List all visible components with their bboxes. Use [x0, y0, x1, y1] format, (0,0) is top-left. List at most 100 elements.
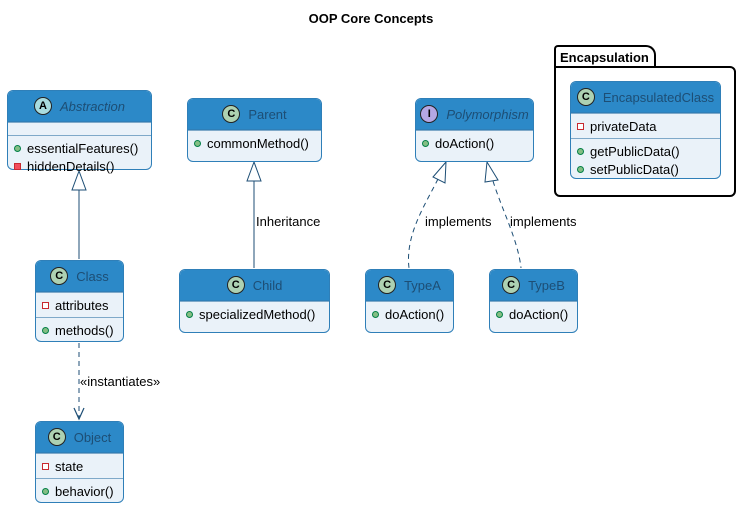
methods-section: methods() [36, 317, 123, 342]
class-badge-icon: C [222, 105, 241, 123]
class-header: C Class [36, 261, 123, 292]
class-abstraction[interactable]: A Abstraction essentialFeatures() hidden… [7, 90, 152, 174]
method-text: essentialFeatures() [27, 140, 139, 156]
class-header: C TypeB [490, 270, 577, 301]
private-icon [14, 162, 21, 170]
field-text: state [55, 458, 84, 474]
implements-label-a: implements [425, 214, 492, 229]
class-header: C EncapsulatedClass [571, 82, 720, 113]
method-row: doAction() [496, 305, 571, 323]
class-name: Parent [248, 106, 287, 122]
method-row: behavior() [42, 482, 117, 500]
methods-section: commonMethod() [188, 130, 321, 155]
method-text: setPublicData() [590, 161, 679, 177]
methods-section: essentialFeatures() hiddenDetails() [8, 135, 151, 178]
private-icon [577, 122, 584, 130]
method-row: specializedMethod() [186, 305, 323, 323]
field-row: state [42, 457, 117, 475]
public-icon [194, 139, 201, 147]
class-name: TypeB [528, 277, 565, 293]
inheritance-label: Inheritance [256, 214, 321, 229]
methods-section: doAction() [366, 301, 453, 326]
class-name: Abstraction [59, 98, 126, 114]
field-text: privateData [590, 118, 657, 134]
class-typeb[interactable]: C TypeB doAction() [489, 269, 578, 333]
class-badge-icon: C [576, 88, 595, 106]
class-name: Child [252, 277, 283, 293]
public-icon [186, 310, 193, 318]
private-icon [42, 462, 49, 470]
public-icon [577, 147, 584, 155]
class-name: Polymorphism [446, 106, 529, 122]
class-header: C Object [36, 422, 123, 453]
class-header: I Polymorphism [416, 99, 533, 130]
private-icon [42, 301, 49, 309]
methods-section: specializedMethod() [180, 301, 329, 326]
fields-section: privateData [571, 113, 720, 138]
edge-abstraction-class [71, 169, 87, 259]
interface-badge-icon: I [420, 105, 439, 123]
method-row: getPublicData() [577, 142, 714, 160]
methods-section: getPublicData() setPublicData() [571, 138, 720, 181]
instantiates-label: «instantiates» [80, 374, 161, 389]
public-icon [42, 326, 49, 334]
implements-label-b: implements [510, 214, 577, 229]
class-header: A Abstraction [8, 91, 151, 122]
field-text: attributes [55, 297, 109, 313]
class-name: EncapsulatedClass [602, 89, 715, 105]
interface-polymorphism[interactable]: I Polymorphism doAction() [415, 98, 534, 162]
public-icon [14, 144, 21, 152]
method-text: behavior() [55, 483, 114, 499]
class-encapsulated[interactable]: C EncapsulatedClass privateData getPubli… [570, 81, 721, 179]
method-text: specializedMethod() [199, 306, 316, 322]
class-badge-icon: C [47, 428, 66, 446]
public-icon [496, 310, 503, 318]
package-name: Encapsulation [560, 50, 649, 65]
class-typea[interactable]: C TypeA doAction() [365, 269, 454, 333]
method-row: commonMethod() [194, 134, 315, 152]
method-row: methods() [42, 321, 117, 339]
class-header: C TypeA [366, 270, 453, 301]
diagram-title: OOP Core Concepts [308, 11, 434, 26]
methods-section: doAction() [416, 130, 533, 155]
methods-section: doAction() [490, 301, 577, 326]
method-row: doAction() [372, 305, 447, 323]
method-row: doAction() [422, 134, 527, 152]
fields-section: attributes [36, 292, 123, 317]
class-badge-icon: C [50, 267, 69, 285]
edge-polymorphism-typea [407, 160, 447, 269]
field-row: privateData [577, 117, 714, 135]
public-icon [422, 139, 429, 147]
public-icon [577, 165, 584, 173]
public-icon [372, 310, 379, 318]
fields-section [8, 122, 151, 135]
method-row: hiddenDetails() [14, 157, 145, 175]
method-row: setPublicData() [577, 160, 714, 178]
edge-class-object [73, 343, 85, 421]
class-name: Class [76, 268, 109, 284]
class-badge-icon: C [502, 276, 521, 294]
class-badge-icon: C [226, 276, 245, 294]
method-text: doAction() [385, 306, 445, 322]
class-object[interactable]: C Object state behavior() [35, 421, 124, 503]
fields-section: state [36, 453, 123, 478]
class-child[interactable]: C Child specializedMethod() [179, 269, 330, 333]
method-row: essentialFeatures() [14, 139, 145, 157]
method-text: doAction() [509, 306, 569, 322]
public-icon [42, 487, 49, 495]
class-header: C Parent [188, 99, 321, 130]
class-class[interactable]: C Class attributes methods() [35, 260, 124, 342]
class-parent[interactable]: C Parent commonMethod() [187, 98, 322, 162]
method-text: doAction() [435, 135, 495, 151]
field-row: attributes [42, 296, 117, 314]
class-header: C Child [180, 270, 329, 301]
method-text: commonMethod() [207, 135, 309, 151]
method-text: getPublicData() [590, 143, 680, 159]
method-text: hiddenDetails() [27, 158, 115, 174]
edge-parent-child [246, 160, 262, 268]
package-tab: Encapsulation [554, 45, 656, 67]
edge-polymorphism-typeb [484, 160, 522, 269]
methods-section: behavior() [36, 478, 123, 503]
class-name: Object [73, 429, 112, 445]
